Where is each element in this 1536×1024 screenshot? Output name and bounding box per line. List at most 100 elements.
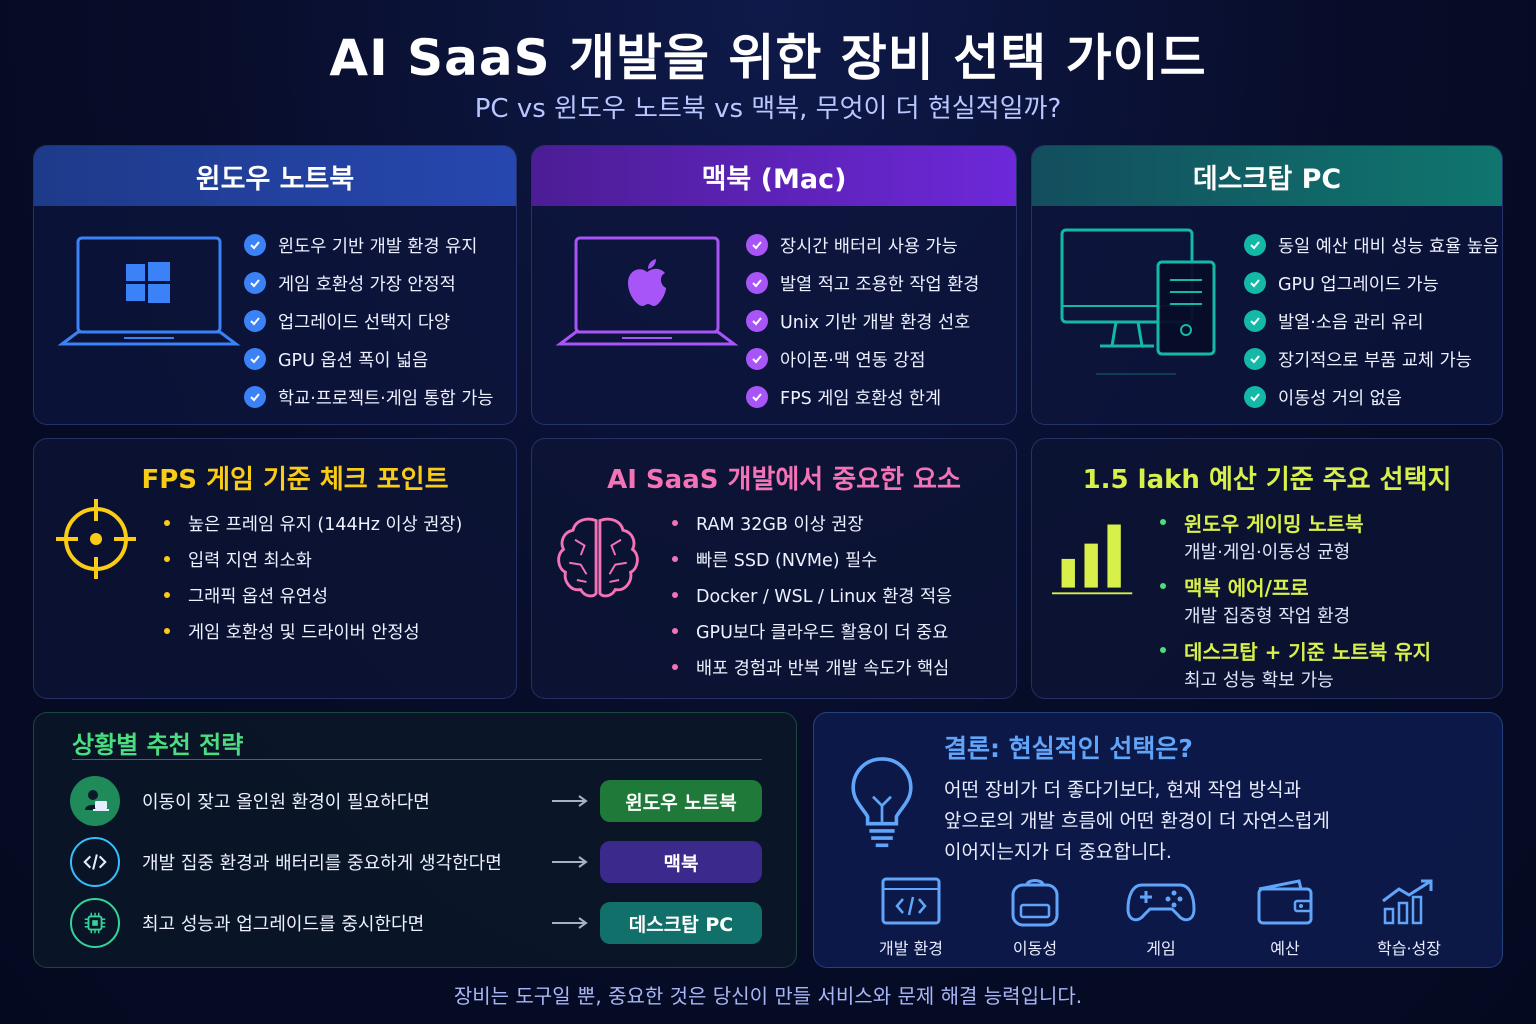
arrow-right-icon: [552, 917, 588, 929]
list-item: 아이폰·맥 연동 강점: [746, 340, 979, 378]
strategy-card: 상황별 추천 전략 이동이 잦고 올인원 환경이 필요하다면 윈도우 노트북 개…: [33, 712, 797, 968]
saas-factor-list: RAM 32GB 이상 권장 빠른 SSD (NVMe) 필수 Docker /…: [672, 505, 952, 685]
list-item: 윈도우 기반 개발 환경 유지: [244, 226, 493, 264]
list-item: 입력 지연 최소화: [164, 541, 462, 577]
list-item: 배포 경험과 반복 개발 속도가 핵심: [672, 649, 952, 685]
fps-checkpoint-list: 높은 프레임 유지 (144Hz 이상 권장) 입력 지연 최소화 그래픽 옵션…: [164, 505, 462, 649]
check-icon: [1244, 386, 1266, 408]
check-icon: [746, 234, 768, 256]
mac-card: 맥북 (Mac) 장시간 배터리 사용 가능 발열 적고 조용한 작업 환경 U…: [531, 145, 1017, 425]
list-item: 그래픽 옵션 유연성: [164, 577, 462, 613]
strategy-row: 개발 집중 환경과 배터리를 중요하게 생각한다면: [70, 837, 760, 887]
list-item: GPU 옵션 폭이 넓음: [244, 340, 493, 378]
check-icon: [1244, 272, 1266, 294]
growth-icon: [1382, 879, 1433, 925]
list-item: 발열·소음 관리 유리: [1244, 302, 1499, 340]
conclusion-card: 결론: 현실적인 선택은? 어떤 장비가 더 좋다기보다, 현재 작업 방식과 …: [813, 712, 1503, 968]
dev-window-icon: [881, 877, 941, 925]
factor-game: 게임: [1106, 877, 1216, 959]
check-icon: [244, 386, 266, 408]
check-icon: [1244, 348, 1266, 370]
pick-macbook: 맥북: [600, 841, 762, 883]
lightbulb-icon: [851, 757, 913, 848]
saas-card-title: AI SaaS 개발에서 중요한 요소: [607, 465, 961, 495]
factor-growth: 학습·성장: [1354, 877, 1464, 959]
list-item: 업그레이드 선택지 다양: [244, 302, 493, 340]
person-laptop-icon: [70, 776, 120, 826]
arrow-right-icon: [552, 795, 588, 807]
check-icon: [1244, 234, 1266, 256]
check-icon: [746, 348, 768, 370]
desktop-feature-list: 동일 예산 대비 성능 효율 높음 GPU 업그레이드 가능 발열·소음 관리 …: [1244, 226, 1499, 416]
mac-card-title: 맥북 (Mac): [701, 163, 847, 195]
list-item: 학교·프로젝트·게임 통합 가능: [244, 378, 493, 416]
mac-feature-list: 장시간 배터리 사용 가능 발열 적고 조용한 작업 환경 Unix 기반 개발…: [746, 226, 979, 416]
list-item: 높은 프레임 유지 (144Hz 이상 권장): [164, 505, 462, 541]
desktop-pc-icon: [1060, 228, 1216, 375]
footer-note: 장비는 도구일 뿐, 중요한 것은 당신이 만들 서비스와 문제 해결 능력입니…: [453, 984, 1083, 1008]
backpack-icon: [1011, 879, 1059, 927]
windows-feature-list: 윈도우 기반 개발 환경 유지 게임 호환성 가장 안정적 업그레이드 선택지 …: [244, 226, 493, 416]
list-item: 빠른 SSD (NVMe) 필수: [672, 541, 952, 577]
factor-budget: 예산: [1230, 877, 1340, 959]
page-title: AI SaaS 개발을 위한 장비 선택 가이드: [329, 29, 1207, 87]
list-item: 발열 적고 조용한 작업 환경: [746, 264, 979, 302]
list-item: 게임 호환성 및 드라이버 안정성: [164, 613, 462, 649]
check-icon: [746, 310, 768, 332]
budget-option: 맥북 에어/프로 개발 집중형 작업 환경: [1160, 571, 1350, 629]
budget-option: 데스크탑 + 기준 노트북 유지 최고 성능 확보 가능: [1160, 635, 1431, 693]
list-item: RAM 32GB 이상 권장: [672, 505, 952, 541]
budget-option: 윈도우 게이밍 노트북 개발·게임·이동성 균형: [1160, 507, 1364, 565]
saas-factors-card: AI SaaS 개발에서 중요한 요소 RAM 32GB 이상 권장 빠른 SS…: [531, 438, 1017, 699]
list-item: Unix 기반 개발 환경 선호: [746, 302, 979, 340]
apple-laptop-icon: [555, 236, 739, 346]
budget-options-card: 1.5 lakh 예산 기준 주요 선택지 윈도우 게이밍 노트북 개발·게임·…: [1031, 438, 1503, 699]
check-icon: [746, 272, 768, 294]
gamepad-icon: [1126, 883, 1196, 922]
pick-windows-laptop: 윈도우 노트북: [600, 780, 762, 822]
conclusion-text: 어떤 장비가 더 좋다기보다, 현재 작업 방식과 앞으로의 개발 흐름에 어떤…: [944, 779, 1330, 863]
list-item: GPU 업그레이드 가능: [1244, 264, 1499, 302]
wallet-icon: [1257, 879, 1313, 925]
windows-card-header: 윈도우 노트북: [34, 146, 516, 206]
desktop-card-title: 데스크탑 PC: [1192, 163, 1342, 195]
chip-icon: [70, 898, 120, 948]
check-icon: [244, 272, 266, 294]
list-item: 장시간 배터리 사용 가능: [746, 226, 979, 264]
list-item: 장기적으로 부품 교체 가능: [1244, 340, 1499, 378]
fps-checkpoint-card: FPS 게임 기준 체크 포인트 높은 프레임 유지 (144Hz 이상 권장)…: [33, 438, 517, 699]
strategy-card-title: 상황별 추천 전략: [72, 731, 244, 759]
desktop-card-header: 데스크탑 PC: [1032, 146, 1502, 206]
list-item: FPS 게임 호환성 한계: [746, 378, 979, 416]
arrow-right-icon: [552, 856, 588, 868]
brain-icon: [557, 517, 639, 598]
strategy-row: 최고 성능과 업그레이드를 중시한다면: [70, 898, 760, 948]
check-icon: [244, 348, 266, 370]
budget-card-title: 1.5 lakh 예산 기준 주요 선택지: [1082, 465, 1452, 495]
windows-laptop-card: 윈도우 노트북 윈도우 기반 개발 환경 유지 게임 호환성 가장 안정적 업그…: [33, 145, 517, 425]
mac-card-header: 맥북 (Mac): [532, 146, 1016, 206]
conclusion-title: 결론: 현실적인 선택은?: [944, 734, 1193, 763]
code-icon: [70, 837, 120, 887]
crosshair-icon: [56, 499, 136, 579]
check-icon: [244, 234, 266, 256]
check-icon: [746, 386, 768, 408]
factor-mobility: 이동성: [980, 877, 1090, 959]
pick-desktop-pc: 데스크탑 PC: [600, 902, 762, 944]
list-item: Docker / WSL / Linux 환경 적응: [672, 577, 952, 613]
strategy-row: 이동이 잦고 올인원 환경이 필요하다면: [70, 776, 760, 826]
check-icon: [244, 310, 266, 332]
windows-card-title: 윈도우 노트북: [195, 163, 355, 195]
list-item: 이동성 거의 없음: [1244, 378, 1499, 416]
page-subtitle: PC vs 윈도우 노트북 vs 맥북, 무엇이 더 현실적일까?: [474, 94, 1062, 124]
windows-laptop-icon: [57, 236, 241, 346]
list-item: GPU보다 클라우드 활용이 더 중요: [672, 613, 952, 649]
fps-card-title: FPS 게임 기준 체크 포인트: [141, 465, 449, 495]
list-item: 동일 예산 대비 성능 효율 높음: [1244, 226, 1499, 264]
divider: [72, 759, 762, 760]
factor-dev-env: 개발 환경: [856, 877, 966, 959]
check-icon: [1244, 310, 1266, 332]
list-item: 게임 호환성 가장 안정적: [244, 264, 493, 302]
desktop-pc-card: 데스크탑 PC 동일 예산 대비 성능 효율 높음 GPU 업그레이드 가능 발…: [1031, 145, 1503, 425]
bar-chart-icon: [1052, 524, 1133, 595]
